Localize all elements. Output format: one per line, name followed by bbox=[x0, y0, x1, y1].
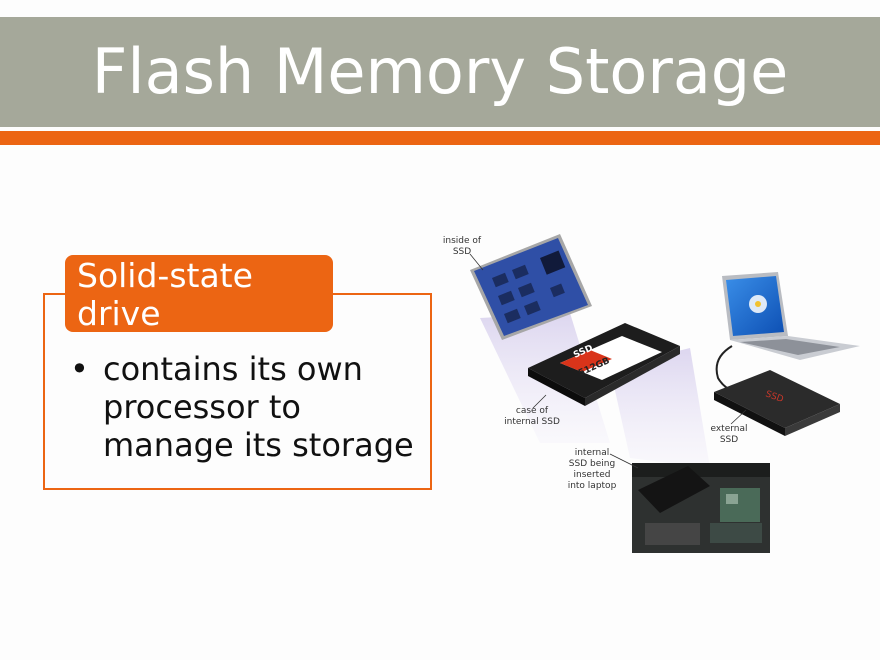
ssd-illustration: SSD 512GB SSD bbox=[469, 234, 860, 553]
slide-title: Flash Memory Storage bbox=[91, 35, 789, 108]
title-band bbox=[0, 17, 880, 127]
laptop bbox=[715, 272, 860, 391]
label-internal-ssd: internal SSD being inserted into laptop bbox=[567, 448, 617, 491]
label-external-ssd: external SSD bbox=[710, 424, 748, 445]
heading-tab: Solid-state drive bbox=[65, 255, 333, 333]
laptop-insert-photo bbox=[632, 463, 770, 553]
heading-text: Solid-state drive bbox=[77, 256, 253, 333]
ssd-figure: SSD 512GB SSD bbox=[440, 228, 870, 558]
label-inside-ssd: inside of SSD bbox=[442, 236, 482, 257]
external-ssd: SSD bbox=[714, 370, 840, 436]
ssd-case: SSD 512GB bbox=[528, 323, 680, 406]
accent-bar bbox=[0, 131, 880, 145]
ssd-circuit-board bbox=[470, 234, 592, 340]
label-case-ssd: case of internal SSD bbox=[504, 406, 560, 427]
bullet-text: contains its own processor to manage its… bbox=[103, 350, 414, 464]
bullet-icon: • bbox=[70, 350, 89, 388]
